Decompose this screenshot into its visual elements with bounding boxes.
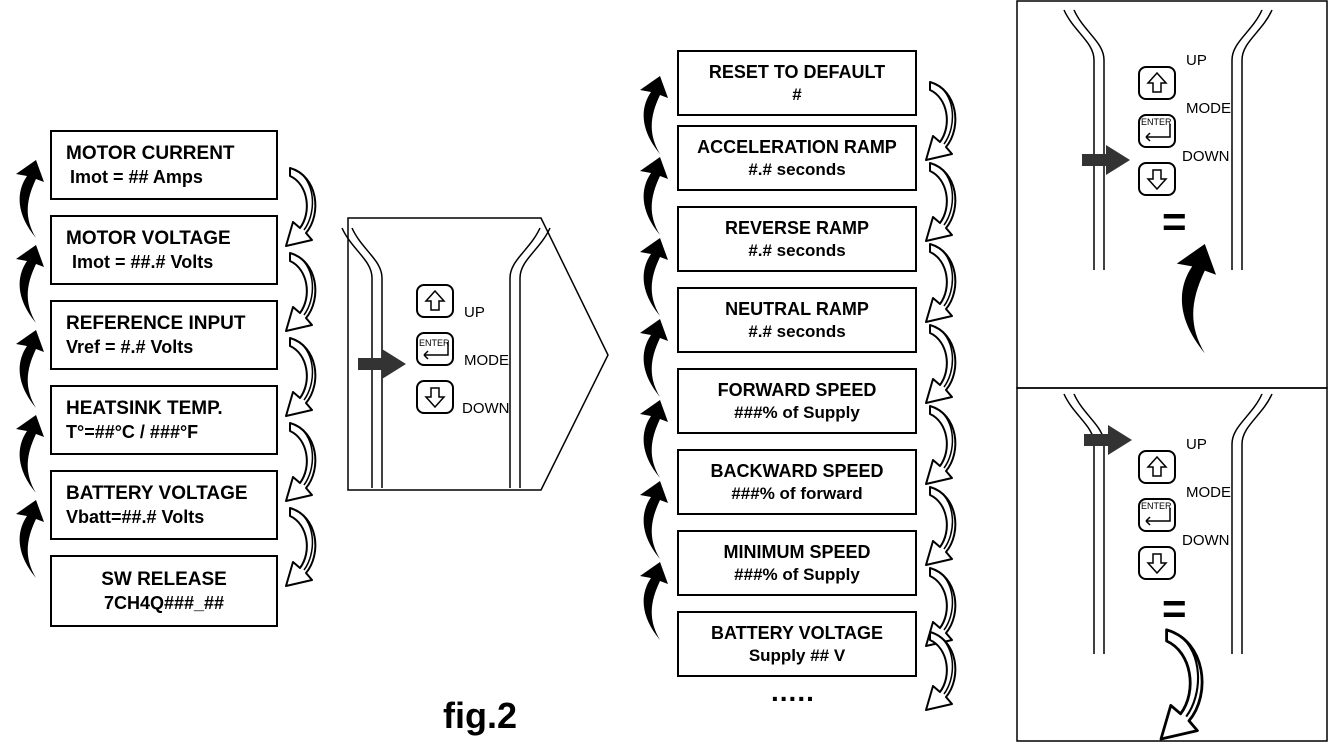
item-value: #.# seconds (748, 159, 846, 179)
keypad-enter-label: ENTER (419, 338, 450, 348)
keypad-down-label: DOWN (1182, 148, 1230, 165)
left-menu-item-heatsink-temp: HEATSINK TEMP. T°=##°C / ###°F (50, 385, 278, 455)
item-title: RESET TO DEFAULT (708, 62, 886, 83)
right-menu-item-acceleration-ramp: ACCELERATION RAMP #.# seconds (677, 125, 917, 191)
keypad-down-label: DOWN (462, 400, 510, 417)
keypad-mode-label: MODE (464, 352, 509, 369)
item-title: BATTERY VOLTAGE (66, 482, 248, 504)
keypad-up-label: UP (1186, 436, 1207, 453)
right-menu-item-battery-voltage: BATTERY VOLTAGE Supply ## V (677, 611, 917, 677)
item-value: #.# seconds (748, 321, 846, 341)
item-title: NEUTRAL RAMP (725, 299, 869, 320)
item-title: ACCELERATION RAMP (697, 137, 897, 158)
item-title: MOTOR VOLTAGE (66, 227, 231, 249)
figure-caption: fig.2 (443, 695, 518, 736)
right-menu-item-minimum-speed: MINIMUM SPEED ###% of Supply (677, 530, 917, 596)
item-title: HEATSINK TEMP. (66, 397, 223, 419)
right-menu-item-reverse-ramp: REVERSE RAMP #.# seconds (677, 206, 917, 272)
item-value: ###% of forward (731, 483, 863, 503)
item-title: MOTOR CURRENT (66, 142, 235, 164)
item-title: BATTERY VOLTAGE (710, 623, 883, 644)
item-title: FORWARD SPEED (717, 380, 877, 401)
keypad-mode-label: MODE (1186, 100, 1231, 117)
keypad-mode-label: MODE (1186, 484, 1231, 501)
item-value: T°=##°C / ###°F (66, 421, 199, 442)
more-items-ellipsis: ..... (771, 676, 815, 707)
keypad-up-label: UP (1186, 52, 1207, 69)
right-menu-item-neutral-ramp: NEUTRAL RAMP #.# seconds (677, 287, 917, 353)
item-title: BACKWARD SPEED (710, 461, 884, 482)
keypad-up-label: UP (464, 304, 485, 321)
item-value: ###% of Supply (734, 564, 860, 584)
item-value: # (792, 84, 802, 104)
left-menu-item-motor-voltage: MOTOR VOLTAGE Imot = ##.# Volts (50, 215, 278, 285)
keypad-down-label: DOWN (1182, 532, 1230, 549)
item-title: MINIMUM SPEED (723, 542, 871, 563)
item-title: REFERENCE INPUT (66, 312, 246, 334)
item-value: Vref = #.# Volts (66, 336, 194, 357)
left-menu-item-sw-release: SW RELEASE 7CH4Q###_## (50, 555, 278, 627)
right-menu-item-backward-speed: BACKWARD SPEED ###% of forward (677, 449, 917, 515)
left-menu-item-motor-current: MOTOR CURRENT Imot = ## Amps (50, 130, 278, 200)
item-value: ###% of Supply (734, 402, 860, 422)
keypad-enter-label: ENTER (1141, 117, 1172, 127)
item-title: SW RELEASE (101, 568, 227, 590)
item-value: Vbatt=##.# Volts (66, 506, 205, 527)
equals-sign: = (1162, 198, 1187, 245)
left-menu-item-reference-input: REFERENCE INPUT Vref = #.# Volts (50, 300, 278, 370)
item-value: #.# seconds (748, 240, 846, 260)
keypad-enter-label: ENTER (1141, 501, 1172, 511)
item-value: Imot = ##.# Volts (72, 251, 214, 272)
item-value: 7CH4Q###_## (103, 592, 225, 613)
equals-sign: = (1162, 585, 1187, 632)
item-title: REVERSE RAMP (724, 218, 870, 239)
right-menu-item-forward-speed: FORWARD SPEED ###% of Supply (677, 368, 917, 434)
right-menu-item-reset-to-default: RESET TO DEFAULT # (677, 50, 917, 116)
item-value: Imot = ## Amps (70, 166, 203, 187)
left-menu-item-battery-voltage: BATTERY VOLTAGE Vbatt=##.# Volts (50, 470, 278, 540)
item-value: Supply ## V (748, 645, 846, 665)
